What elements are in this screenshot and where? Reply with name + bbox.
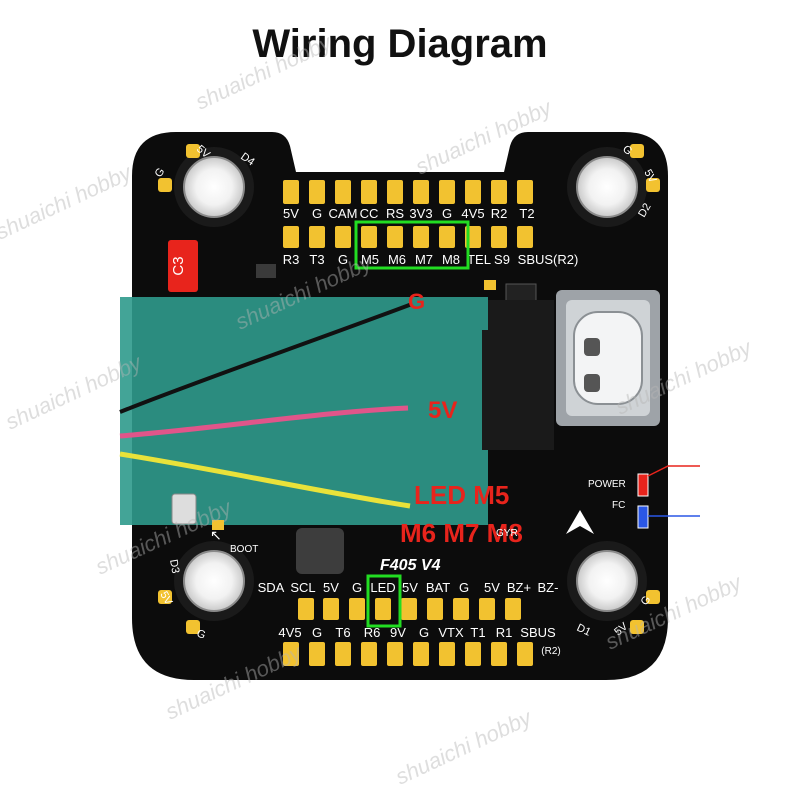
pad-label: R6 [364, 625, 381, 640]
pad-label: G [442, 206, 452, 221]
pad-label: BZ+ [507, 580, 531, 595]
pad-label: T3 [309, 252, 324, 267]
boot-arrow-icon: ↖ [210, 527, 222, 543]
chip-edge [482, 330, 488, 450]
arrow-logo-icon [566, 510, 594, 534]
pad-label: RS [386, 206, 404, 221]
led-m5-label: LED M5 [414, 480, 509, 510]
label-d1: D1 [575, 622, 593, 639]
pad-label: SBUS(R2) [518, 252, 579, 267]
mount-hole-bottom-left [174, 541, 254, 621]
pad-label: R1 [496, 625, 513, 640]
pad-label: M7 [415, 252, 433, 267]
watermark: shuaichi hobby [0, 159, 137, 245]
small-pad [484, 280, 496, 290]
model-label: F405 V4 [380, 557, 441, 574]
wire-yellow [119, 451, 411, 509]
m6-m7-m8-label: M6 M7 M8 [400, 518, 523, 548]
highlight-led-pad [366, 574, 402, 628]
pad-label: 5V [323, 580, 339, 595]
gyro-label: GYR [496, 528, 518, 539]
mount-hole-bottom-right [567, 541, 647, 621]
wire-5v-label: 5V [428, 397, 457, 424]
pad-label: 5V [484, 580, 500, 595]
pad-label: M5 [361, 252, 379, 267]
small-component [256, 264, 276, 278]
boot-label: BOOT [230, 544, 258, 555]
mount-hole-top-left [174, 147, 254, 227]
chip-body [488, 300, 554, 450]
pad-label: S9 [494, 252, 510, 267]
pad-label: LED [370, 580, 395, 595]
power-lead [647, 465, 700, 477]
highlight-motor-pads [354, 220, 470, 270]
label-d3: D3 [167, 558, 181, 574]
fc-label: FC [612, 500, 625, 511]
pad-label: TEL [467, 252, 491, 267]
boot-button [171, 493, 197, 525]
mount-hole-top-right [567, 147, 647, 227]
pad-label: G [352, 580, 362, 595]
pad-label: G [312, 206, 322, 221]
pad-label: VTX [438, 625, 464, 640]
pad-label: T2 [519, 206, 534, 221]
page-title: Wiring Diagram [252, 22, 548, 66]
pad-label-suffix: (R2) [541, 646, 560, 657]
corner-pads [158, 144, 660, 634]
pad-label: 3V3 [409, 206, 432, 221]
c3-component [168, 240, 198, 292]
top-pads-row1 [283, 180, 533, 204]
pad-label: T1 [470, 625, 485, 640]
pad-label: R2 [491, 206, 508, 221]
pad-label: CAM [329, 206, 358, 221]
pad-label: CC [360, 206, 379, 221]
pad-label: SBUS [520, 625, 556, 640]
pad-label: G [338, 252, 348, 267]
label-g-bl: G [195, 628, 207, 642]
pad-label: M8 [442, 252, 460, 267]
small-component [505, 283, 537, 303]
pad-label: BAT [426, 580, 450, 595]
pad-label: 4V5 [278, 625, 301, 640]
pad-label: G [419, 625, 429, 640]
pad-label: 4V5 [461, 206, 484, 221]
bottom-pads-row1 [298, 598, 521, 620]
pad-label: 5V [283, 206, 299, 221]
pad-label: R3 [283, 252, 300, 267]
inductor [296, 528, 344, 574]
usb-c-port [556, 290, 660, 426]
wire-pink [119, 405, 409, 439]
wire-black [119, 302, 413, 414]
small-pad [212, 520, 224, 530]
fc-led [637, 505, 649, 529]
pad-label: SCL [290, 580, 315, 595]
pad-label: 9V [390, 625, 406, 640]
watermark: shuaichi hobby [192, 29, 337, 115]
power-led [637, 473, 649, 497]
pad-label: 5V [402, 580, 418, 595]
pad-label: M6 [388, 252, 406, 267]
pad-label: SDA [258, 580, 285, 595]
wire-g-label: G [408, 289, 425, 314]
watermark: shuaichi hobby [392, 704, 537, 790]
power-label: POWER [588, 479, 626, 490]
pad-label: G [459, 580, 469, 595]
pad-label: G [312, 625, 322, 640]
c3-label: C3 [170, 256, 187, 275]
bottom-pads-row2 [283, 642, 533, 666]
pad-label: BZ- [538, 580, 559, 595]
pad-label: T6 [335, 625, 350, 640]
